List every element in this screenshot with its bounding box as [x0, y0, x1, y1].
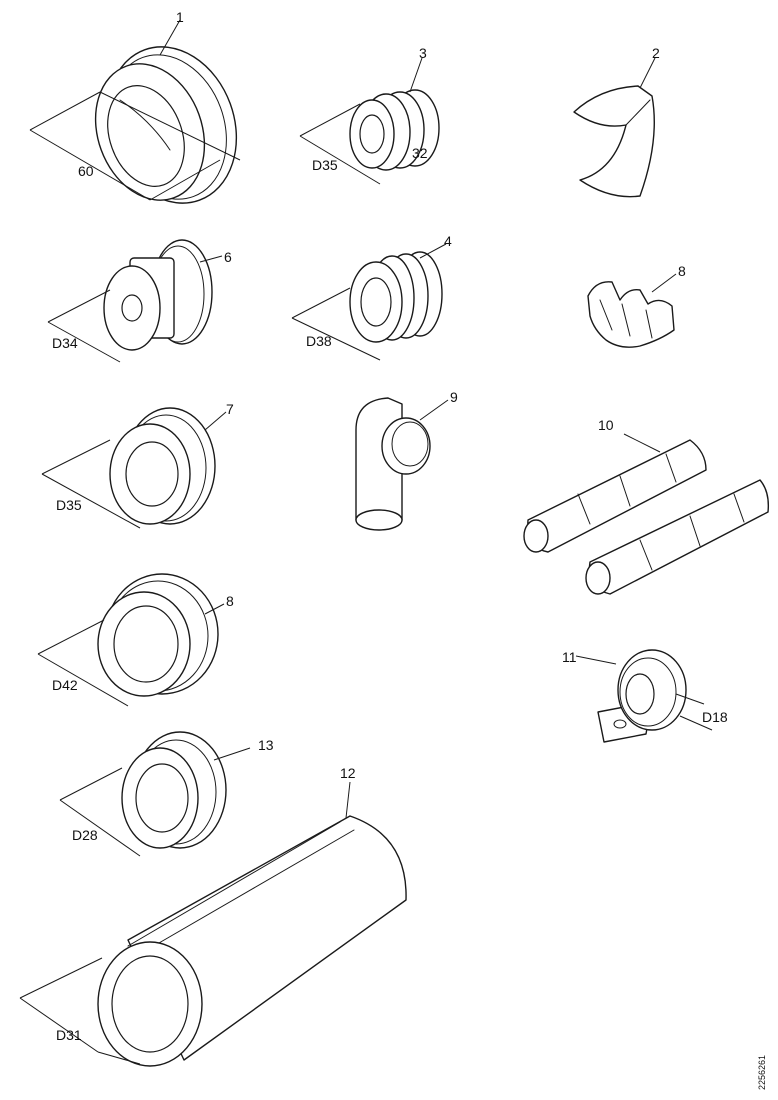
part-6-grommet: 6 D34	[47, 239, 232, 363]
part-11-dimension: D18	[702, 709, 728, 725]
part-1-grommet: 1 60	[29, 9, 241, 204]
part-8-dimension: D42	[52, 677, 78, 693]
part-6-dimension: D34	[52, 335, 78, 351]
part-3-grommet: 3 D35 32	[299, 45, 440, 185]
part-4-label: 4	[444, 233, 452, 249]
part-7-dimension: D35	[56, 497, 82, 513]
drawing-reference: 2256261	[757, 1055, 767, 1090]
part-12-dimension: D31	[56, 1027, 82, 1043]
part-2-clip: 2	[573, 45, 660, 198]
part-13-label: 13	[258, 737, 274, 753]
part-2-label: 2	[652, 45, 660, 61]
part-10-conduit: 10	[523, 417, 770, 595]
part-9-label: 9	[450, 389, 458, 405]
part-10-label: 10	[598, 417, 614, 433]
part-1-label: 1	[176, 9, 184, 25]
part-5-label: 8	[678, 263, 686, 279]
part-8-grommet: 8 D42	[37, 573, 234, 707]
part-4-grommet: 4 D38	[291, 233, 452, 361]
part-11-label: 11	[562, 649, 577, 665]
part-7-grommet: 7 D35	[41, 401, 234, 529]
part-5-clip: 8	[587, 263, 686, 348]
part-9-elbow: 9	[355, 389, 458, 531]
part-12-sleeve: 12 D31	[19, 765, 407, 1067]
part-3-label: 3	[419, 45, 427, 61]
part-7-label: 7	[226, 401, 234, 417]
part-6-label: 6	[224, 249, 232, 265]
part-3-dimension-2: 32	[412, 145, 428, 161]
part-12-label: 12	[340, 765, 356, 781]
part-1-dimension: 60	[78, 163, 94, 179]
part-4-dimension: D38	[306, 333, 332, 349]
part-13-dimension: D28	[72, 827, 98, 843]
part-3-dimension: D35	[312, 157, 338, 173]
part-8-label: 8	[226, 593, 234, 609]
part-13-grommet: 13 D28	[59, 731, 274, 857]
part-11-clamp: 11 D18	[562, 649, 728, 743]
